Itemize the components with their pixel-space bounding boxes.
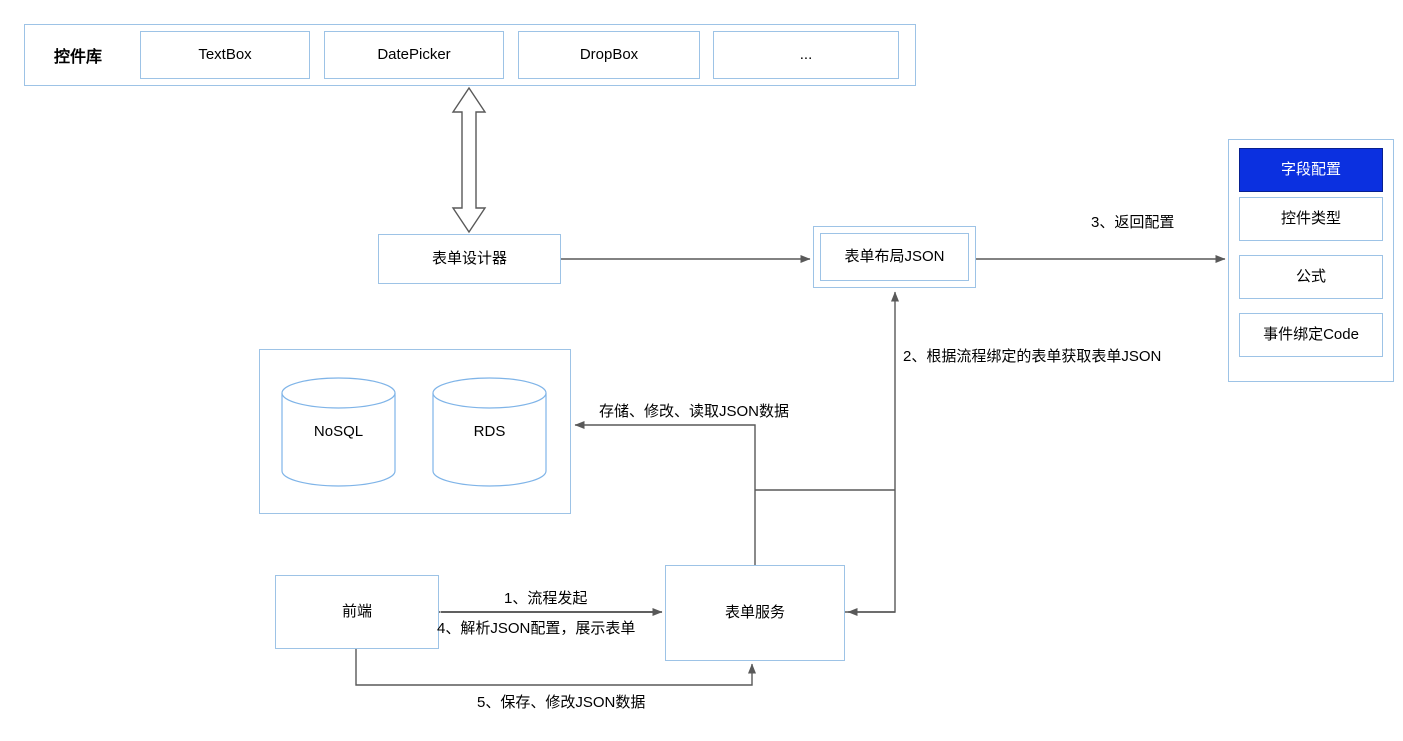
control-library-item-datepicker[interactable]: DatePicker: [324, 31, 504, 79]
edge-label-save-modify-json: 5、保存、修改JSON数据: [477, 694, 646, 711]
database-cylinder-icon: [281, 377, 396, 487]
control-library-item-label: ...: [799, 46, 813, 63]
double-headed-vertical-arrow-icon: [451, 86, 487, 234]
field-config-item-label: 公式: [1295, 268, 1326, 285]
control-library-title: 控件库: [53, 49, 102, 66]
database-rds-node[interactable]: RDS: [432, 377, 547, 487]
edge-service-to-json: [845, 291, 899, 613]
edge-label-store-modify-read: 存储、修改、读取JSON数据: [599, 403, 790, 420]
edge-label-parse-json-show-form: 4、解析JSON配置，展示表单: [437, 620, 636, 637]
field-config-header-label: 字段配置: [1280, 161, 1341, 178]
form-layout-json-node[interactable]: 表单布局JSON: [813, 226, 976, 288]
field-config-header[interactable]: 字段配置: [1239, 148, 1383, 192]
frontend-label: 前端: [341, 603, 372, 620]
form-designer-label: 表单设计器: [431, 250, 507, 267]
frontend-node[interactable]: 前端: [275, 575, 439, 649]
control-library-item-dropbox[interactable]: DropBox: [518, 31, 700, 79]
field-config-item-label: 控件类型: [1280, 210, 1341, 227]
database-nosql-node[interactable]: NoSQL: [281, 377, 396, 487]
control-library-item-label: TextBox: [198, 46, 252, 63]
form-service-node[interactable]: 表单服务: [665, 565, 845, 661]
control-library-item-textbox[interactable]: TextBox: [140, 31, 310, 79]
edge-service-to-db: [574, 421, 756, 565]
field-config-item-label: 事件绑定Code: [1263, 326, 1359, 343]
edge-label-return-config: 3、返回配置: [1091, 214, 1175, 231]
control-library-item-label: DropBox: [579, 46, 639, 63]
database-label: RDS: [473, 423, 506, 440]
form-layout-json-inner: 表单布局JSON: [820, 233, 969, 281]
control-library-item-more[interactable]: ...: [713, 31, 899, 79]
edge-label-fetch-form-json: 2、根据流程绑定的表单获取表单JSON: [903, 348, 1162, 365]
edge-label-process-start: 1、流程发起: [504, 590, 588, 607]
field-config-item-control-type[interactable]: 控件类型: [1239, 197, 1383, 241]
field-config-item-formula[interactable]: 公式: [1239, 255, 1383, 299]
database-cylinder-icon: [432, 377, 547, 487]
database-label: NoSQL: [313, 423, 364, 440]
form-service-label: 表单服务: [724, 604, 785, 621]
control-library-item-label: DatePicker: [377, 46, 451, 63]
form-designer-node[interactable]: 表单设计器: [378, 234, 561, 284]
form-layout-json-label: 表单布局JSON: [844, 248, 945, 265]
field-config-item-event-binding[interactable]: 事件绑定Code: [1239, 313, 1383, 357]
